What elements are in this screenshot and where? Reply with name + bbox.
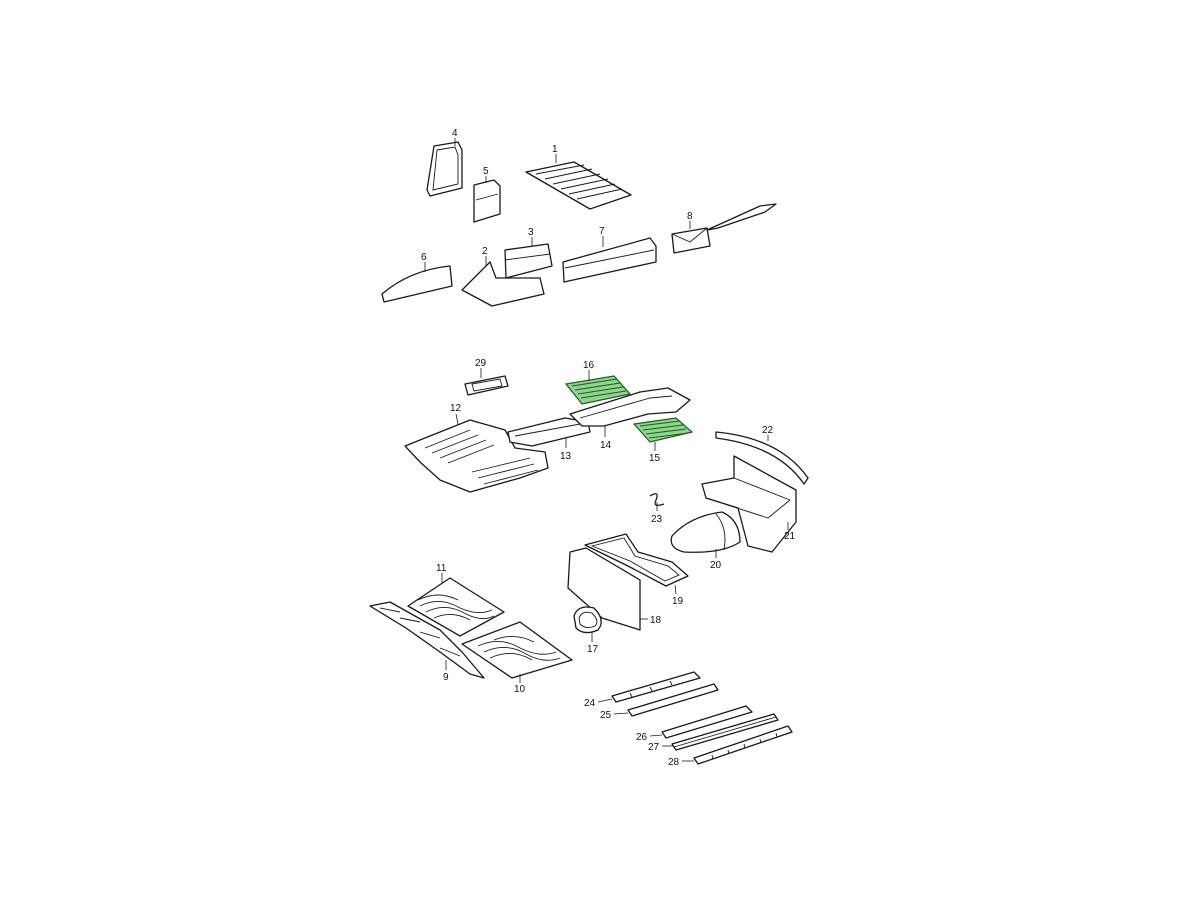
part-12[interactable]	[404, 419, 549, 493]
part-10[interactable]	[461, 621, 573, 679]
part-16-highlight	[564, 375, 632, 405]
callout-27: 27	[648, 742, 660, 753]
callout-25: 25	[600, 710, 612, 721]
part-17[interactable]	[573, 606, 602, 634]
callout-21: 21	[784, 531, 796, 542]
callout-4: 4	[452, 128, 458, 139]
part-28[interactable]	[693, 725, 793, 765]
callout-19: 19	[672, 596, 684, 607]
callout-8: 8	[687, 211, 693, 222]
callout-11: 11	[436, 563, 447, 574]
part-15-highlight	[632, 417, 694, 443]
part-1[interactable]	[525, 161, 632, 210]
callout-7: 7	[599, 226, 605, 237]
callout-23: 23	[651, 514, 663, 525]
part-15[interactable]	[632, 417, 694, 443]
callout-3: 3	[528, 227, 534, 238]
part-13[interactable]	[507, 417, 591, 447]
callout-26: 26	[636, 732, 648, 743]
part-5[interactable]	[473, 179, 501, 223]
callout-22: 22	[762, 425, 774, 436]
part-16[interactable]	[564, 375, 632, 405]
part-19[interactable]	[584, 533, 689, 587]
part-20[interactable]	[670, 511, 741, 553]
part-11[interactable]	[407, 577, 505, 637]
callout-2: 2	[482, 246, 488, 257]
callout-28: 28	[668, 757, 680, 768]
part-9[interactable]	[369, 601, 485, 679]
part-24[interactable]	[611, 671, 701, 703]
callout-15: 15	[649, 453, 661, 464]
part-27[interactable]	[671, 713, 779, 751]
callout-17: 17	[587, 644, 599, 655]
part-2[interactable]	[461, 261, 545, 307]
part-6[interactable]	[381, 265, 453, 303]
callout-29: 29	[475, 358, 487, 369]
callout-12: 12	[450, 403, 462, 414]
part-18[interactable]	[567, 547, 641, 631]
part-22[interactable]	[715, 431, 809, 485]
callout-14: 14	[600, 440, 612, 451]
callout-18: 18	[650, 615, 662, 626]
part-4[interactable]	[426, 141, 463, 197]
callout-10: 10	[514, 684, 526, 695]
part-8[interactable]	[671, 203, 777, 254]
callout-5: 5	[483, 166, 489, 177]
part-3[interactable]	[504, 243, 553, 279]
part-21[interactable]	[701, 455, 797, 553]
part-25[interactable]	[627, 683, 719, 717]
part-14[interactable]	[569, 387, 691, 427]
part-26[interactable]	[661, 705, 753, 739]
part-23[interactable]	[649, 493, 665, 506]
callout-16: 16	[583, 360, 595, 371]
callout-1: 1	[552, 144, 558, 155]
callout-20: 20	[710, 560, 722, 571]
callout-6: 6	[421, 252, 427, 263]
callout-9: 9	[443, 672, 449, 683]
part-7[interactable]	[562, 237, 657, 283]
callout-24: 24	[584, 698, 596, 709]
part-29[interactable]	[464, 375, 509, 396]
callout-13: 13	[560, 451, 572, 462]
